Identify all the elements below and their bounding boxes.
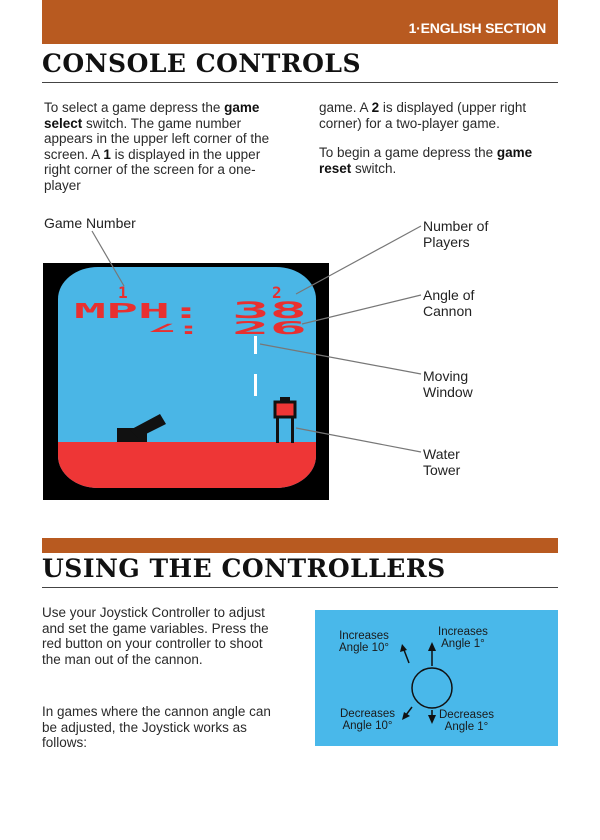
label-increases-1: Increases Angle 1° [438,626,488,650]
leader-game-number [91,230,125,287]
leader-players [295,225,422,295]
callout-moving-window: Moving Window [423,368,473,400]
cannon-barrel [130,414,166,438]
controllers-para1: Use your Joystick Controller to adjust a… [42,605,269,667]
tower-cap [280,397,290,402]
water-tower [273,397,297,443]
moving-window-bottom [254,374,257,396]
label-decreases-10: Decreases Angle 10° [340,708,395,732]
one-digit: 1 [103,146,111,162]
console-text-col1: To select a game depress the game select… [44,100,289,193]
water-area [58,442,316,488]
tower-tank [273,400,297,419]
joystick-diagram: Increases Angle 10° Increases Angle 1° D… [315,610,558,746]
speed-label: MPH: [74,299,202,323]
game-select-term: game select [44,100,260,131]
header-band: 1·ENGLISH SECTION [42,0,558,44]
heading-rule [42,587,558,588]
text-run: game. A [319,100,368,115]
paragraph: To begin a game depress the game reset s… [319,145,564,176]
label-line: Increases [339,630,389,642]
callout-angle-of-cannon: Angle of Cannon [423,287,474,319]
moving-window-top [254,336,257,354]
callout-line: Cannon [423,303,473,319]
leader-window [259,343,422,375]
label-line: Decreases [340,708,395,720]
arrow-down-left-icon [405,706,413,716]
text-run: To select a game depress the [44,100,221,115]
callout-line: Number of [423,218,489,234]
angle-value: 26 [232,318,307,339]
label-increases-10: Increases Angle 10° [339,630,389,654]
arrowhead-up-left [400,644,407,652]
text-run: is displayed (upper right corner) for a … [319,100,527,131]
game-reset-term: game reset [319,145,533,176]
speed-value: 38 [232,299,307,324]
text-run: switch. [355,160,397,176]
game-number-digit: 1 [118,283,128,302]
tower-leg-left [276,417,279,443]
console-controls-heading: CONSOLE CONTROLS [42,49,362,78]
label-line: Angle 10° [342,720,393,732]
text-run: To begin a game depress the [319,145,494,160]
text-run: switch. The game number appears in the u… [44,115,270,162]
controllers-heading: USING THE CONTROLLERS [42,554,446,583]
cannon [117,414,166,442]
callout-game-number: Game Number [44,215,136,231]
label-line: Decreases [439,709,494,721]
callout-line: Moving [423,368,469,384]
arrowhead-down-left [402,712,410,720]
section-band [42,538,558,553]
leader-angle [301,294,422,325]
arrowhead-up [428,642,436,651]
callout-lines [91,225,422,453]
angle-label: ∠: [148,319,202,338]
label-line: Increases [438,626,488,638]
tower-leg-right [291,417,294,443]
section-label: 1·ENGLISH SECTION [408,20,547,36]
label-decreases-1: Decreases Angle 1° [439,709,494,733]
arrow-up-left-icon [403,649,410,664]
game-screen [58,267,316,488]
joystick-graphic [400,642,453,724]
label-line: Angle 1° [441,638,485,650]
arrowhead-down [428,715,436,724]
callout-line: Players [423,234,470,250]
two-digit: 2 [371,100,380,115]
callout-line: Water [423,446,460,462]
label-line: Angle 1° [444,721,489,733]
callout-line: Tower [423,462,461,478]
joystick-circle-icon [411,667,453,709]
controllers-para2: In games where the cannon angle can be a… [42,704,271,750]
heading-rule [42,82,558,83]
players-digit: 2 [272,283,282,302]
paragraph: game. A 2 is displayed (upper right corn… [319,100,564,131]
console-text-col2: game. A 2 is displayed (upper right corn… [319,100,564,176]
callout-water-tower: Water Tower [423,446,460,478]
callout-number-of-players: Number of Players [423,218,488,250]
callout-line: Window [423,384,473,400]
callout-line: Angle of [423,287,475,303]
text-run: is displayed in the upper right corner o… [44,146,261,193]
label-line: Angle 10° [339,642,389,654]
leader-tower [295,427,422,453]
